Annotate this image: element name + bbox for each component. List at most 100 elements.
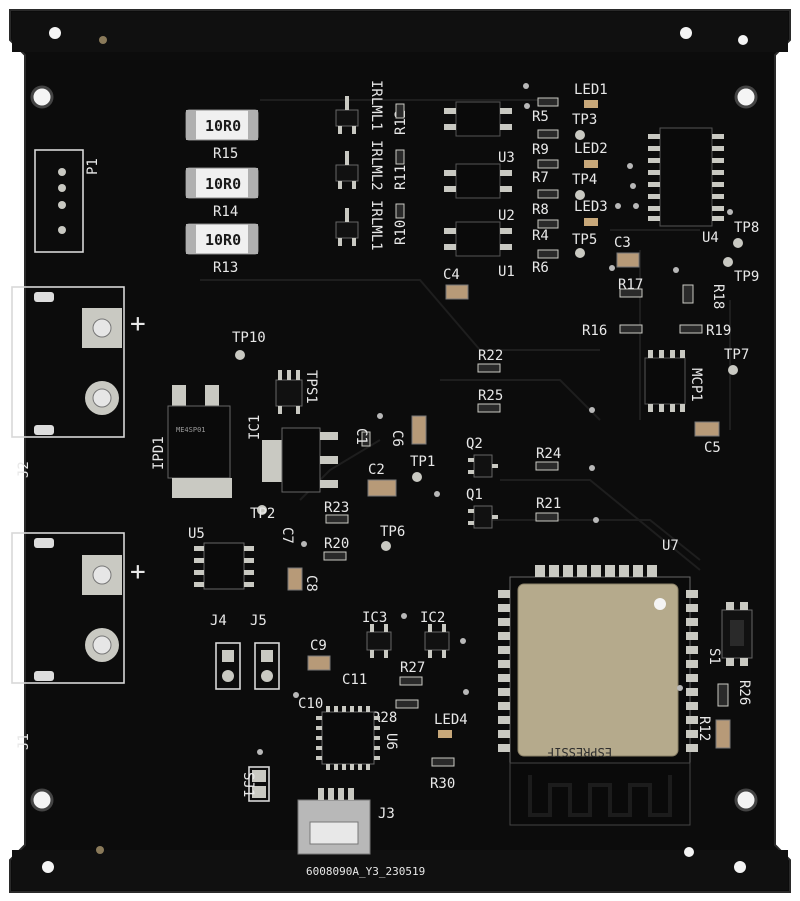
tp6-pad	[381, 541, 391, 551]
ic-mcp1	[644, 350, 686, 412]
transistor-q1	[468, 505, 498, 529]
tp2-label: TP2	[250, 506, 275, 522]
c11-label: C11	[342, 672, 367, 688]
r30-label: R30	[430, 776, 455, 792]
ic-ic2	[424, 624, 450, 658]
tp4-label: TP4	[572, 172, 597, 188]
r15-value: 10R0	[205, 117, 241, 135]
tp9-label: TP9	[734, 269, 759, 285]
r20-part	[323, 551, 347, 561]
c10-label: C10	[298, 696, 323, 712]
usb-connector-j3	[297, 788, 371, 855]
c4-part	[445, 284, 469, 300]
r30-part	[431, 757, 455, 767]
button-s1[interactable]	[721, 602, 753, 666]
c6-label: C6	[389, 430, 405, 447]
r5-label: R5	[532, 109, 549, 125]
r4-label: R4	[532, 228, 549, 244]
r10-part	[395, 203, 405, 219]
r25-part	[477, 403, 501, 413]
q2-label: Q2	[466, 436, 483, 452]
ic-ic3	[366, 624, 392, 658]
r27-label: R27	[400, 660, 425, 676]
optocoupler-u2	[444, 163, 512, 199]
r21-label: R21	[536, 496, 561, 512]
led2-label: LED2	[574, 141, 608, 157]
mcp1-label: MCP1	[688, 368, 704, 402]
tp8-label: TP8	[734, 220, 759, 236]
bottom-rail	[12, 850, 788, 890]
mosfet-irlml-top	[335, 96, 359, 134]
r10-label: R10	[393, 220, 409, 245]
r19-part	[679, 324, 703, 334]
ic1-label: IC1	[247, 415, 263, 440]
tps1-label: TPS1	[303, 370, 319, 404]
r16-label: R16	[582, 323, 607, 339]
r19-label: R19	[706, 323, 731, 339]
c2-part	[367, 479, 397, 497]
top-rail	[12, 12, 788, 52]
resistor-r15: 10R0 R15	[185, 109, 259, 162]
u5-label: U5	[188, 526, 205, 542]
u4-label: U4	[702, 230, 719, 246]
tp5-label: TP5	[572, 232, 597, 248]
ic-tps1	[275, 370, 303, 414]
resistor-r13: 10R0 R13	[185, 223, 259, 276]
ic2-label: IC2	[420, 610, 445, 626]
u2-label: U2	[498, 208, 515, 224]
led4-label: LED4	[434, 712, 468, 728]
c7-label: C7	[279, 527, 295, 544]
r16-part	[619, 324, 643, 334]
ic-ipd1: ME4SP01	[167, 385, 232, 498]
connector-j2	[11, 286, 125, 438]
esp-pin1-marker	[654, 598, 666, 610]
esp-shield	[517, 583, 679, 757]
r25-label: R25	[478, 388, 503, 404]
tp9-pad	[723, 257, 733, 267]
r9-label: R9	[532, 142, 549, 158]
led2-part	[584, 160, 598, 168]
r21-part	[535, 512, 559, 522]
tp1-label: TP1	[410, 454, 435, 470]
jumper-j5	[254, 642, 280, 690]
sj1-label: SJ1	[240, 772, 256, 797]
connector-j1	[11, 532, 125, 684]
r14-label: R14	[213, 204, 238, 220]
ic-u4	[648, 127, 724, 227]
r26-label: R26	[736, 680, 752, 705]
j1-label: J1	[16, 733, 32, 750]
r12b-part	[715, 719, 731, 749]
led4-part	[438, 730, 452, 738]
tp4-pad	[575, 190, 585, 200]
ipd-marking: ME4SP01	[176, 426, 206, 434]
mosfet-irlml-bottom	[335, 208, 359, 246]
tp8-pad	[733, 238, 743, 248]
tp3-pad	[575, 130, 585, 140]
r24-part	[535, 461, 559, 471]
r28-part	[395, 699, 419, 709]
r23-part	[325, 514, 349, 524]
esp-shield-text: ESPRESSIF	[547, 745, 612, 759]
r18-part	[682, 284, 694, 304]
r11-part	[395, 149, 405, 165]
ic3-label: IC3	[362, 610, 387, 626]
plus-top: +	[130, 309, 146, 339]
r15-label: R15	[213, 146, 238, 162]
antenna-trace	[528, 775, 672, 817]
p1-connector: P1	[34, 149, 101, 253]
irlml-label-1: IRLML1	[368, 80, 384, 131]
optocoupler-u1	[444, 221, 512, 257]
r17-part	[619, 288, 643, 298]
q1-label: Q1	[466, 487, 483, 503]
tp1-pad	[412, 472, 422, 482]
r22-label: R22	[478, 348, 503, 364]
c3-label: C3	[614, 235, 631, 251]
led1-part	[584, 100, 598, 108]
tp7-label: TP7	[724, 347, 749, 363]
optocoupler-u3	[444, 101, 512, 137]
c2-label: C2	[368, 462, 385, 478]
r18-label: R18	[710, 284, 726, 309]
r17-label: R17	[618, 277, 643, 293]
j3-label: J3	[378, 806, 395, 822]
tp10-label: TP10	[232, 330, 266, 346]
